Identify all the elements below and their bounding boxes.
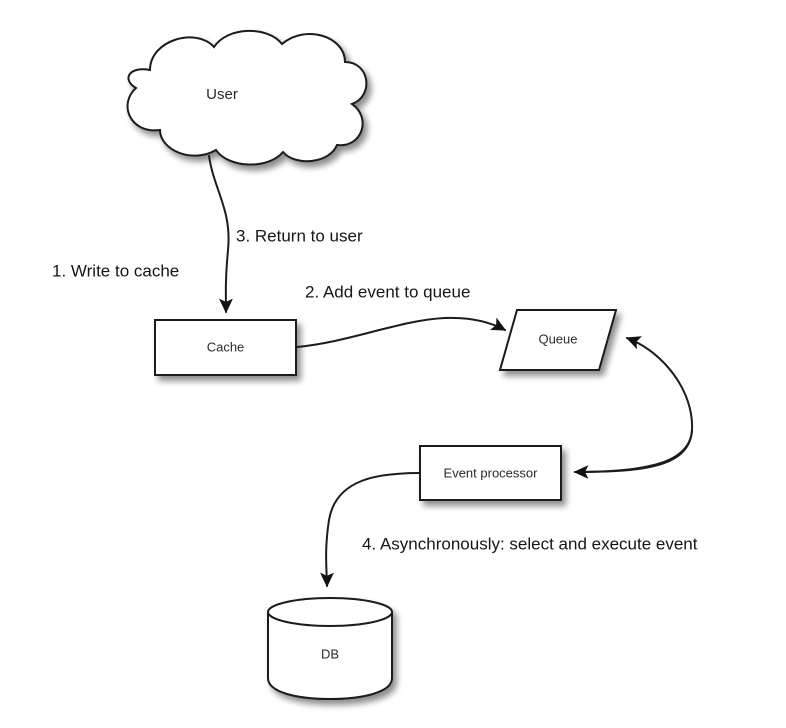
edge-cache-to-queue[interactable]	[296, 316, 507, 348]
node-event-processor[interactable]: Event processor	[419, 445, 562, 501]
cloud-shape	[126, 29, 368, 166]
node-user-label: User	[206, 86, 238, 103]
node-user[interactable]: User	[126, 29, 368, 166]
node-event-processor-label: Event processor	[444, 465, 539, 480]
edge-user-to-cache[interactable]	[208, 155, 233, 314]
db-cylinder-body	[267, 611, 393, 701]
step-label-3: 3. Return to user	[236, 226, 363, 245]
node-queue-label: Queue	[538, 331, 577, 346]
edge-event-processor-to-db[interactable]	[320, 472, 421, 588]
queue-shape	[498, 309, 618, 371]
step-label-2: 2. Add event to queue	[305, 282, 470, 301]
node-cache[interactable]: Cache	[154, 319, 297, 376]
node-db-label: DB	[321, 646, 339, 661]
step-label-1: 1. Write to cache	[52, 261, 179, 280]
node-queue[interactable]: Queue	[498, 309, 618, 371]
edge-loop-into-event-processor[interactable]	[573, 429, 693, 479]
step-label-4: 4. Asynchronously: select and execute ev…	[362, 534, 698, 553]
cache-shape	[154, 319, 297, 376]
db-cylinder-top	[267, 597, 393, 627]
node-cache-label: Cache	[207, 339, 245, 354]
node-db[interactable]: DB	[267, 597, 393, 701]
